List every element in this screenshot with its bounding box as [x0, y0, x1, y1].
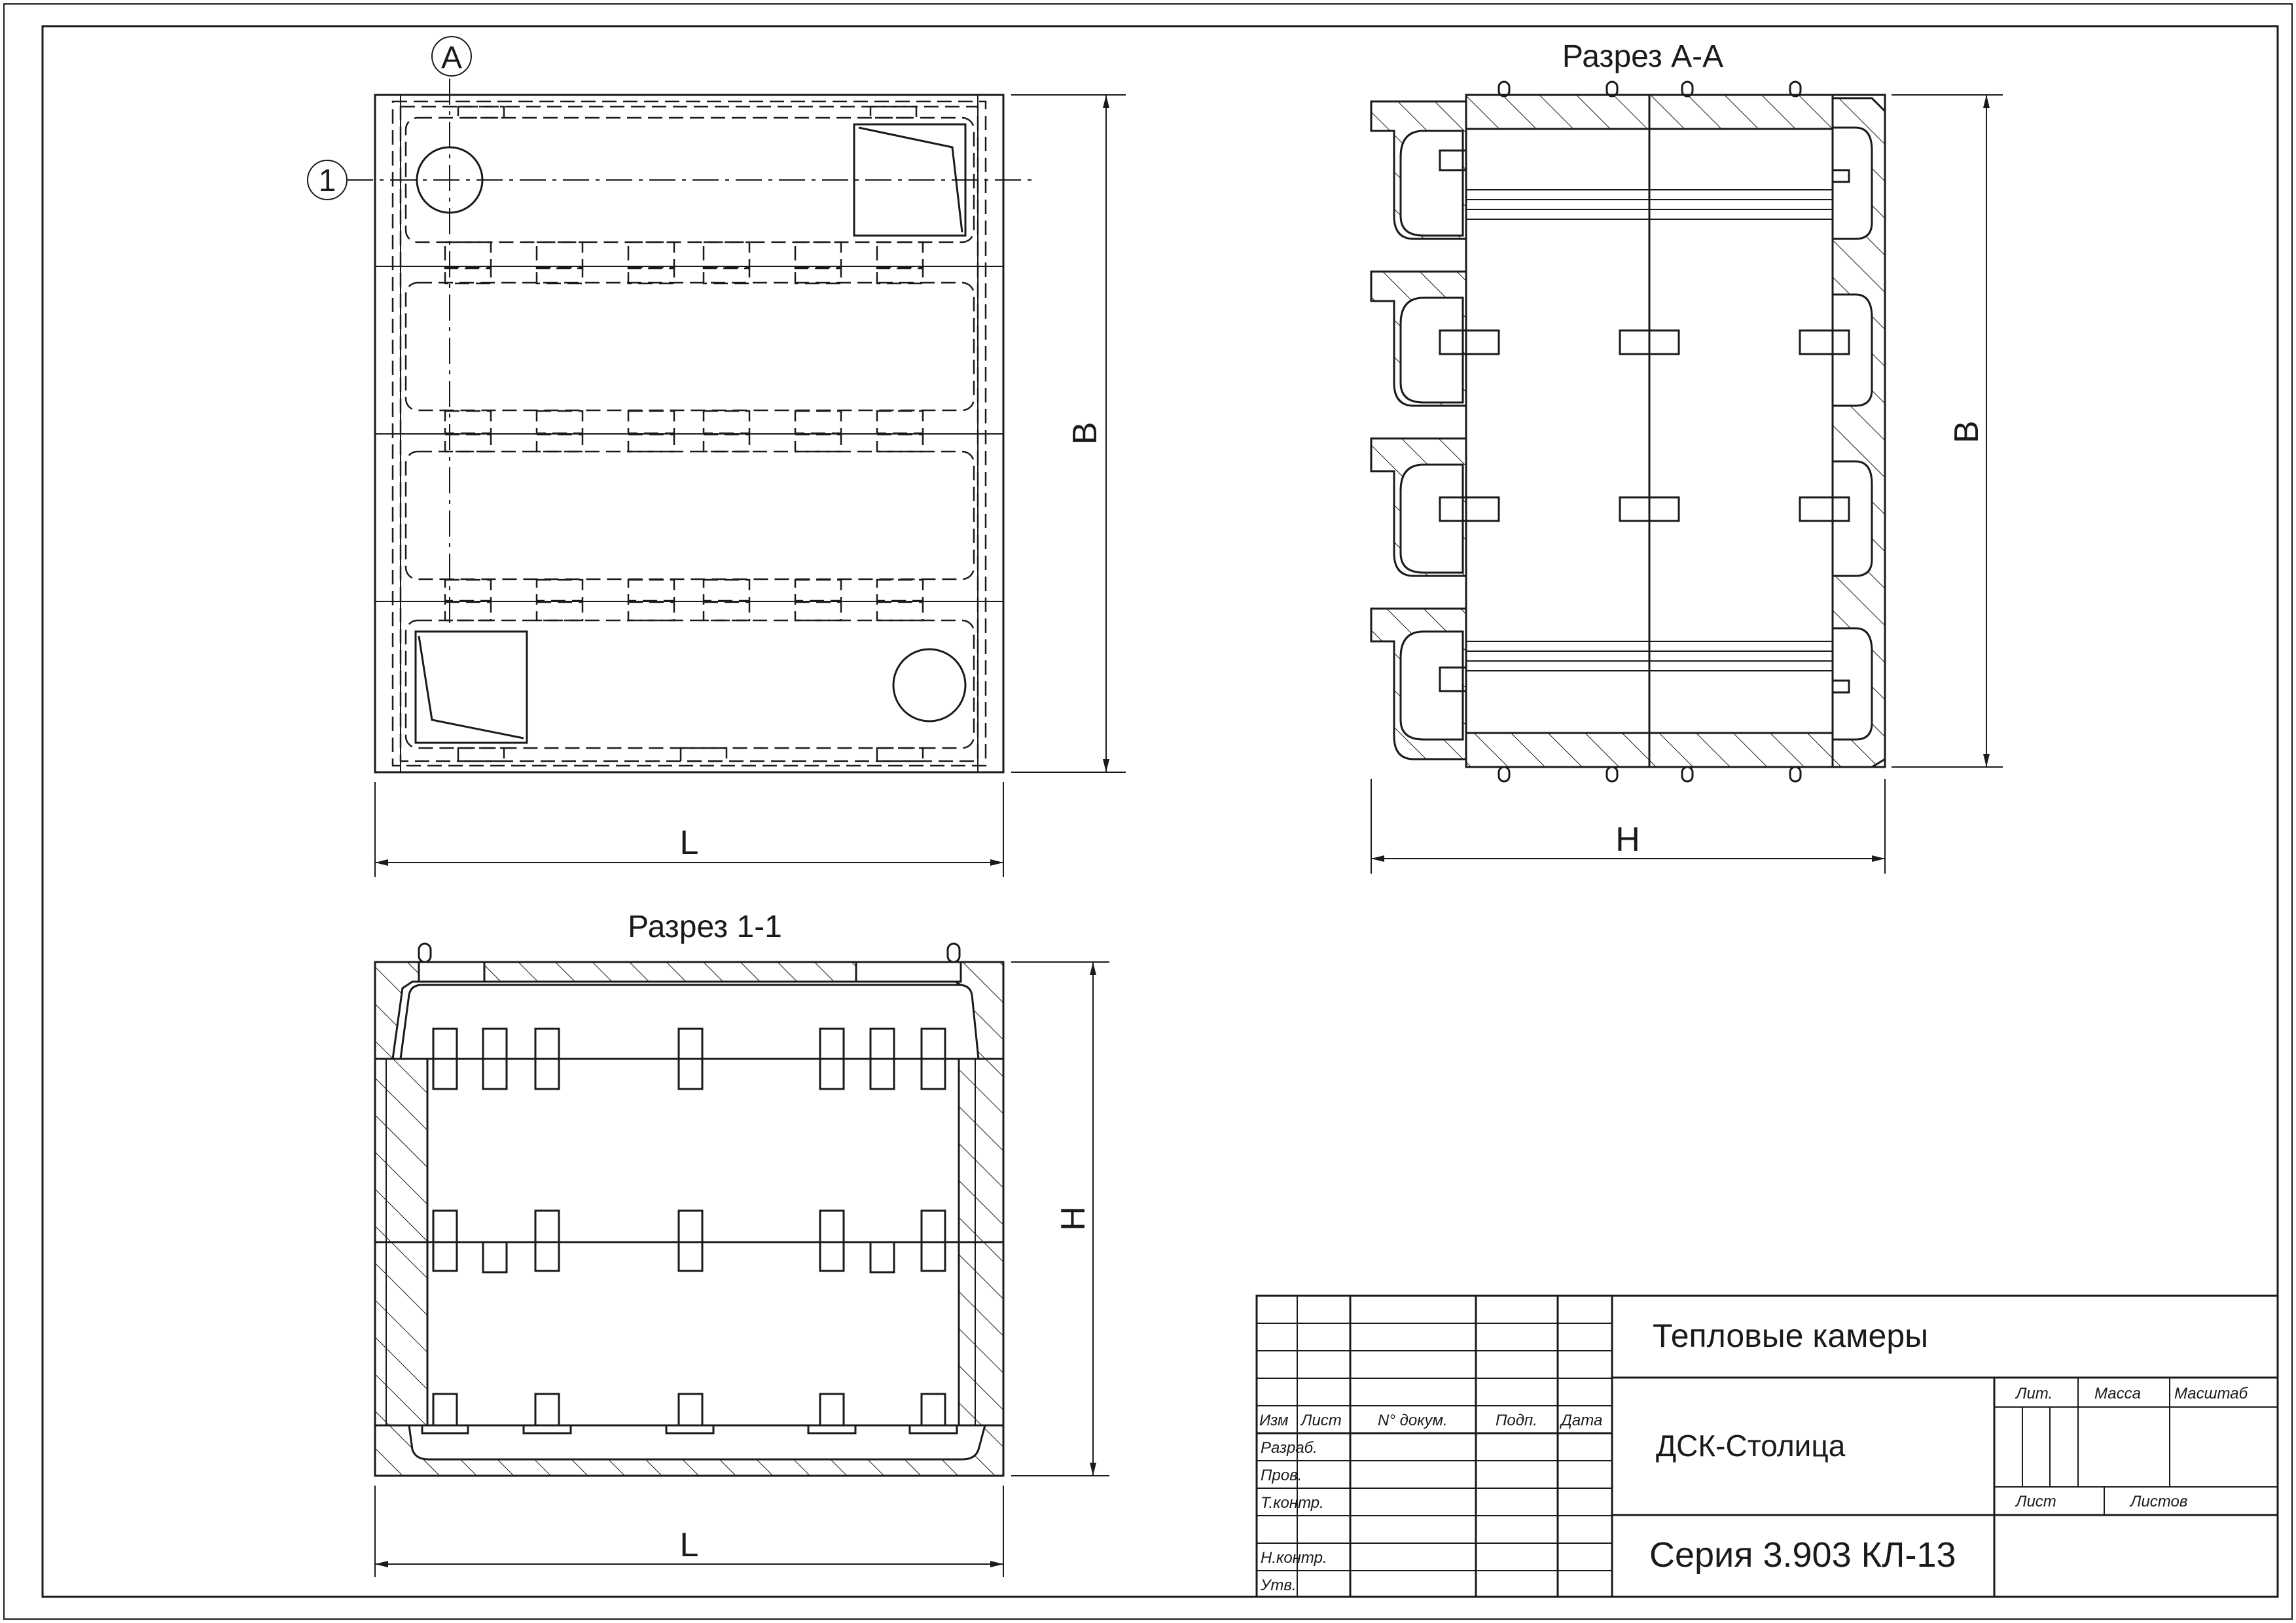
tb-code: Серия 3.903 КЛ-13 — [1649, 1535, 1956, 1575]
tb-lit-label: Лит. — [2015, 1385, 2053, 1402]
hatch-opening-bottom — [414, 630, 528, 744]
drawing-frame — [41, 25, 2279, 1598]
tb-header-sign: Подп. — [1496, 1412, 1537, 1429]
section-aa-title: Разрез А-А — [1562, 39, 1723, 74]
tb-header-doc: N° докум. — [1378, 1412, 1448, 1429]
tb-sheet-label: Лист — [2015, 1493, 2056, 1510]
plan-dim-l: L — [680, 824, 699, 862]
tb-mass-label: Масса — [2094, 1385, 2141, 1402]
title-block: Изм Лист N° докум. Подп. Дата Разраб. Пр… — [1255, 1294, 2279, 1598]
section-aa-dim-b: B — [1948, 421, 1986, 444]
tb-role-prov: Пров. — [1261, 1467, 1302, 1484]
plan-dim-b: B — [1066, 422, 1104, 445]
section-11-title: Разрез 1-1 — [628, 910, 782, 944]
tb-header-list: Лист — [1300, 1412, 1342, 1429]
plan-view: A 1 L B — [307, 36, 1126, 877]
tb-role-utv: Утв. — [1260, 1577, 1297, 1594]
section-11-dim-h: H — [1054, 1206, 1092, 1231]
axis-mark-a-label: A — [441, 41, 462, 75]
axis-mark-a — [431, 36, 472, 77]
tb-title: Тепловые камеры — [1653, 1317, 1928, 1354]
pipe-opening-bottom — [892, 648, 967, 722]
section-11-dim-l: L — [680, 1526, 699, 1564]
tb-organization: ДСК-Столица — [1656, 1429, 1846, 1463]
section-aa-dim-h: H — [1615, 821, 1640, 859]
tb-role-tkontr: Т.контр. — [1261, 1494, 1324, 1512]
section-11-view: Разрез 1-1 — [374, 910, 1109, 1577]
tb-role-razrab: Разраб. — [1261, 1439, 1318, 1457]
tb-role-nkontr: Н.контр. — [1261, 1549, 1327, 1567]
tb-header-date: Дата — [1559, 1412, 1602, 1429]
tb-header-izm: Изм — [1259, 1412, 1289, 1429]
section-mark-1-label: 1 — [319, 164, 336, 198]
outer-border — [3, 3, 2293, 1620]
section-mark-1 — [307, 160, 348, 200]
tb-sheets-label: Листов — [2129, 1493, 2187, 1510]
section-aa-view: Разрез А-А — [1370, 39, 2003, 874]
tb-scale-label: Масштаб — [2174, 1385, 2249, 1402]
